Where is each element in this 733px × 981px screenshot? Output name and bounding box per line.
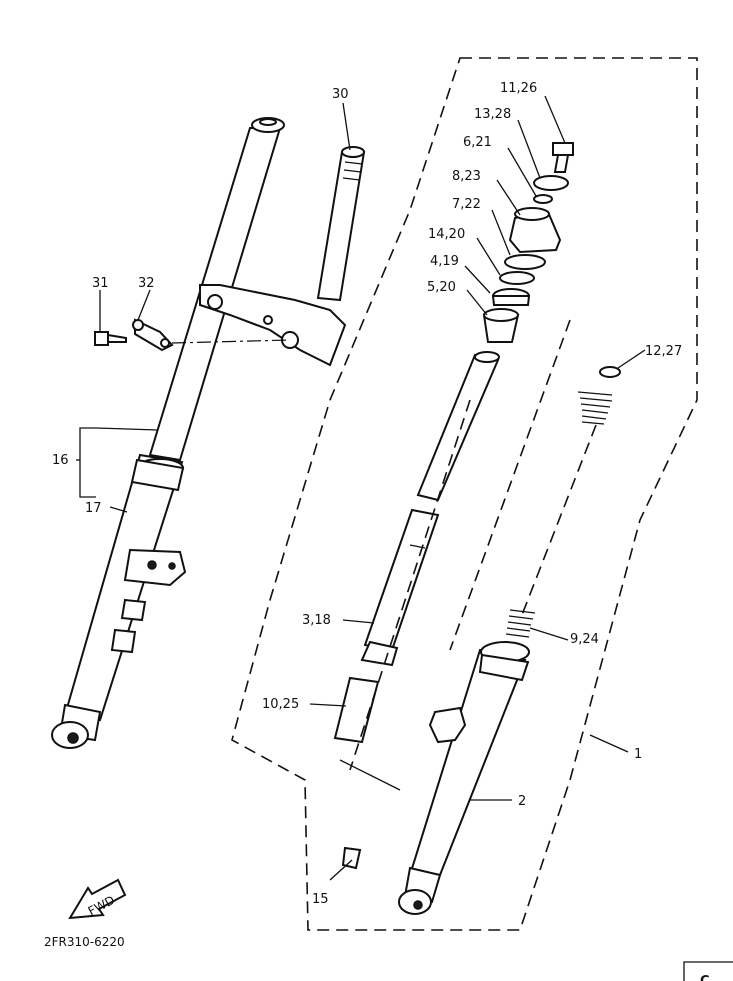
assembled-fork [51,117,366,749]
corner-mark: C [683,961,733,981]
diagram-code: 2FR310-6220 [44,935,125,949]
callout-30: 30 [332,87,349,102]
callout-13-28: 13,28 [474,107,511,122]
callout-32: 32 [138,276,155,291]
bolt-31 [94,331,127,346]
assembly-boundary [231,57,698,931]
callout-5-20: 5,20 [427,280,456,295]
callout-14-20: 14,20 [428,227,465,242]
callout-9-24: 9,24 [570,632,599,647]
callout-7-22: 7,22 [452,197,481,212]
callout-4-19: 4,19 [430,254,459,269]
callout-6-21: 6,21 [463,135,492,150]
callout-8-23: 8,23 [452,169,481,184]
callout-1: 1 [634,747,642,762]
plate-32 [132,318,174,352]
callout-3-18: 3,18 [302,613,331,628]
callout-12-27: 12,27 [645,344,682,359]
callout-2: 2 [518,794,526,809]
exploded-parts [333,142,621,915]
callout-labels: 30 31 32 16 17 11,26 13,28 6,21 8,23 7,2… [52,81,682,907]
corner-mark-text: C [700,974,710,981]
callout-16: 16 [52,453,69,468]
callout-15: 15 [312,892,329,907]
callout-17: 17 [85,501,102,516]
callout-31: 31 [92,276,109,291]
leader-lines [76,95,646,881]
callout-11-26: 11,26 [500,81,537,96]
fwd-arrow: FWD [68,878,127,920]
callout-10-25: 10,25 [262,697,299,712]
